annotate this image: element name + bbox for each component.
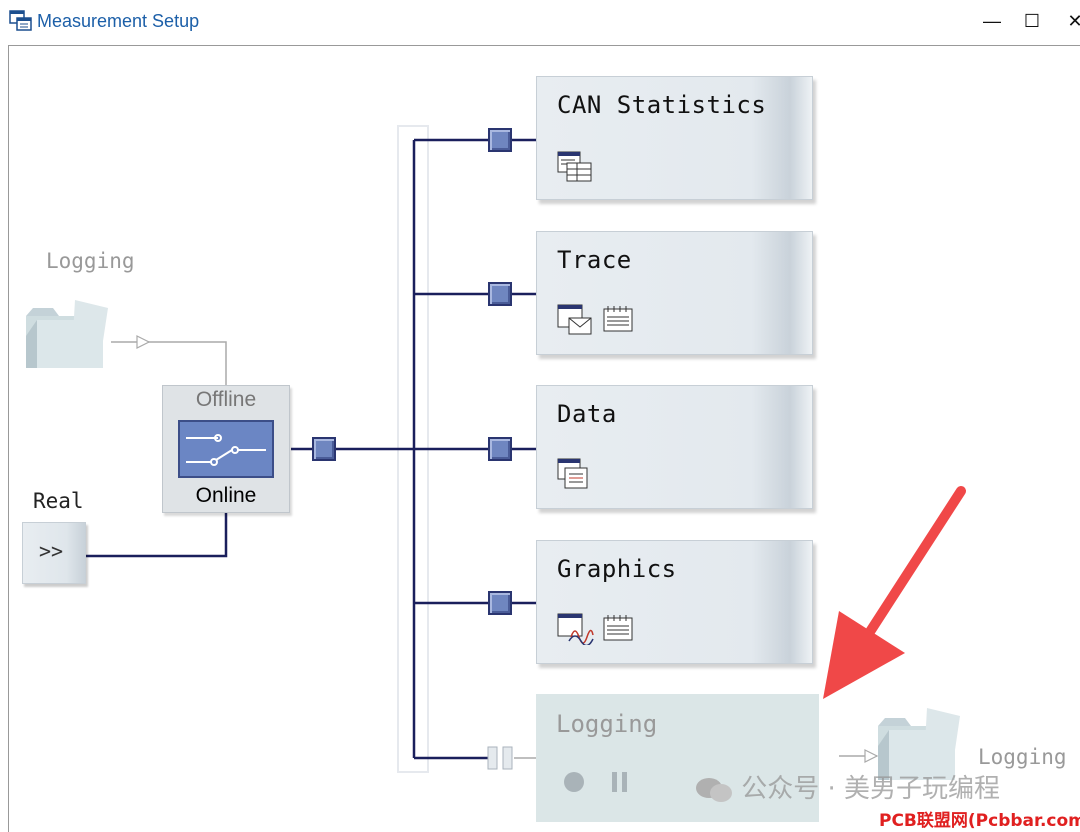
can-statistics-block[interactable]: CAN Statistics [536, 76, 813, 200]
real-source-block[interactable]: >> [22, 522, 86, 584]
trace-block[interactable]: Trace [536, 231, 813, 355]
real-connection-line [86, 513, 228, 558]
wechat-icon [695, 776, 733, 804]
notepad-icon [603, 306, 633, 332]
data-window-icon [557, 458, 588, 489]
real-source-label: Real [33, 489, 84, 513]
title-bar: Measurement Setup — ☐ ✕ [0, 0, 1080, 44]
mode-switch[interactable] [178, 420, 274, 478]
close-button[interactable]: ✕ [1067, 11, 1080, 31]
connection-lines [86, 125, 879, 773]
watermark-label: 公众号 · 美男子玩编程 [741, 774, 1001, 804]
trace-port[interactable] [488, 282, 512, 306]
trace-title: Trace [557, 246, 632, 274]
maximize-button[interactable]: ☐ [1023, 11, 1041, 31]
pause-icon[interactable] [608, 770, 632, 794]
window-title: Measurement Setup [37, 11, 200, 31]
offline-label: Offline [195, 388, 257, 411]
trace-window-icon [557, 304, 592, 335]
corner-watermark: PCB联盟网(Pcbbar.com) [879, 806, 1080, 831]
data-title: Data [557, 400, 617, 428]
graphics-port[interactable] [488, 591, 512, 615]
red-arrow-annotation [823, 486, 966, 699]
offline-online-switch-block[interactable]: Offline Online [162, 385, 290, 513]
minimize-button[interactable]: — [983, 11, 1001, 31]
notepad-icon [603, 615, 633, 641]
logging-block-title: Logging [556, 710, 658, 738]
graphics-window-icon [557, 613, 594, 645]
data-port[interactable] [488, 437, 512, 461]
output-logging-label: Logging [978, 745, 1067, 769]
switch-icon [186, 434, 266, 466]
can-statistics-title: CAN Statistics [557, 91, 767, 119]
online-label: Online [195, 484, 257, 507]
graphics-title: Graphics [557, 555, 677, 583]
watermark-text: 公众号 · 美男子玩编程 [695, 768, 1000, 805]
measurement-setup-canvas: Logging Real >> Offline Online [8, 45, 1080, 832]
logging-port-disabled[interactable] [487, 746, 515, 770]
folder-icon[interactable] [23, 296, 113, 371]
real-source-button-label: >> [39, 539, 64, 563]
graphics-block[interactable]: Graphics [536, 540, 813, 664]
can-statistics-port[interactable] [488, 128, 512, 152]
logging-source-label: Logging [46, 249, 135, 273]
measurement-setup-app-icon [9, 10, 32, 31]
switch-output-port[interactable] [312, 437, 336, 461]
record-icon[interactable] [562, 770, 586, 794]
output-folder-icon[interactable] [875, 704, 967, 784]
statistics-table-icon [557, 151, 592, 182]
data-block[interactable]: Data [536, 385, 813, 509]
logging-block-disabled[interactable]: Logging [536, 694, 819, 822]
